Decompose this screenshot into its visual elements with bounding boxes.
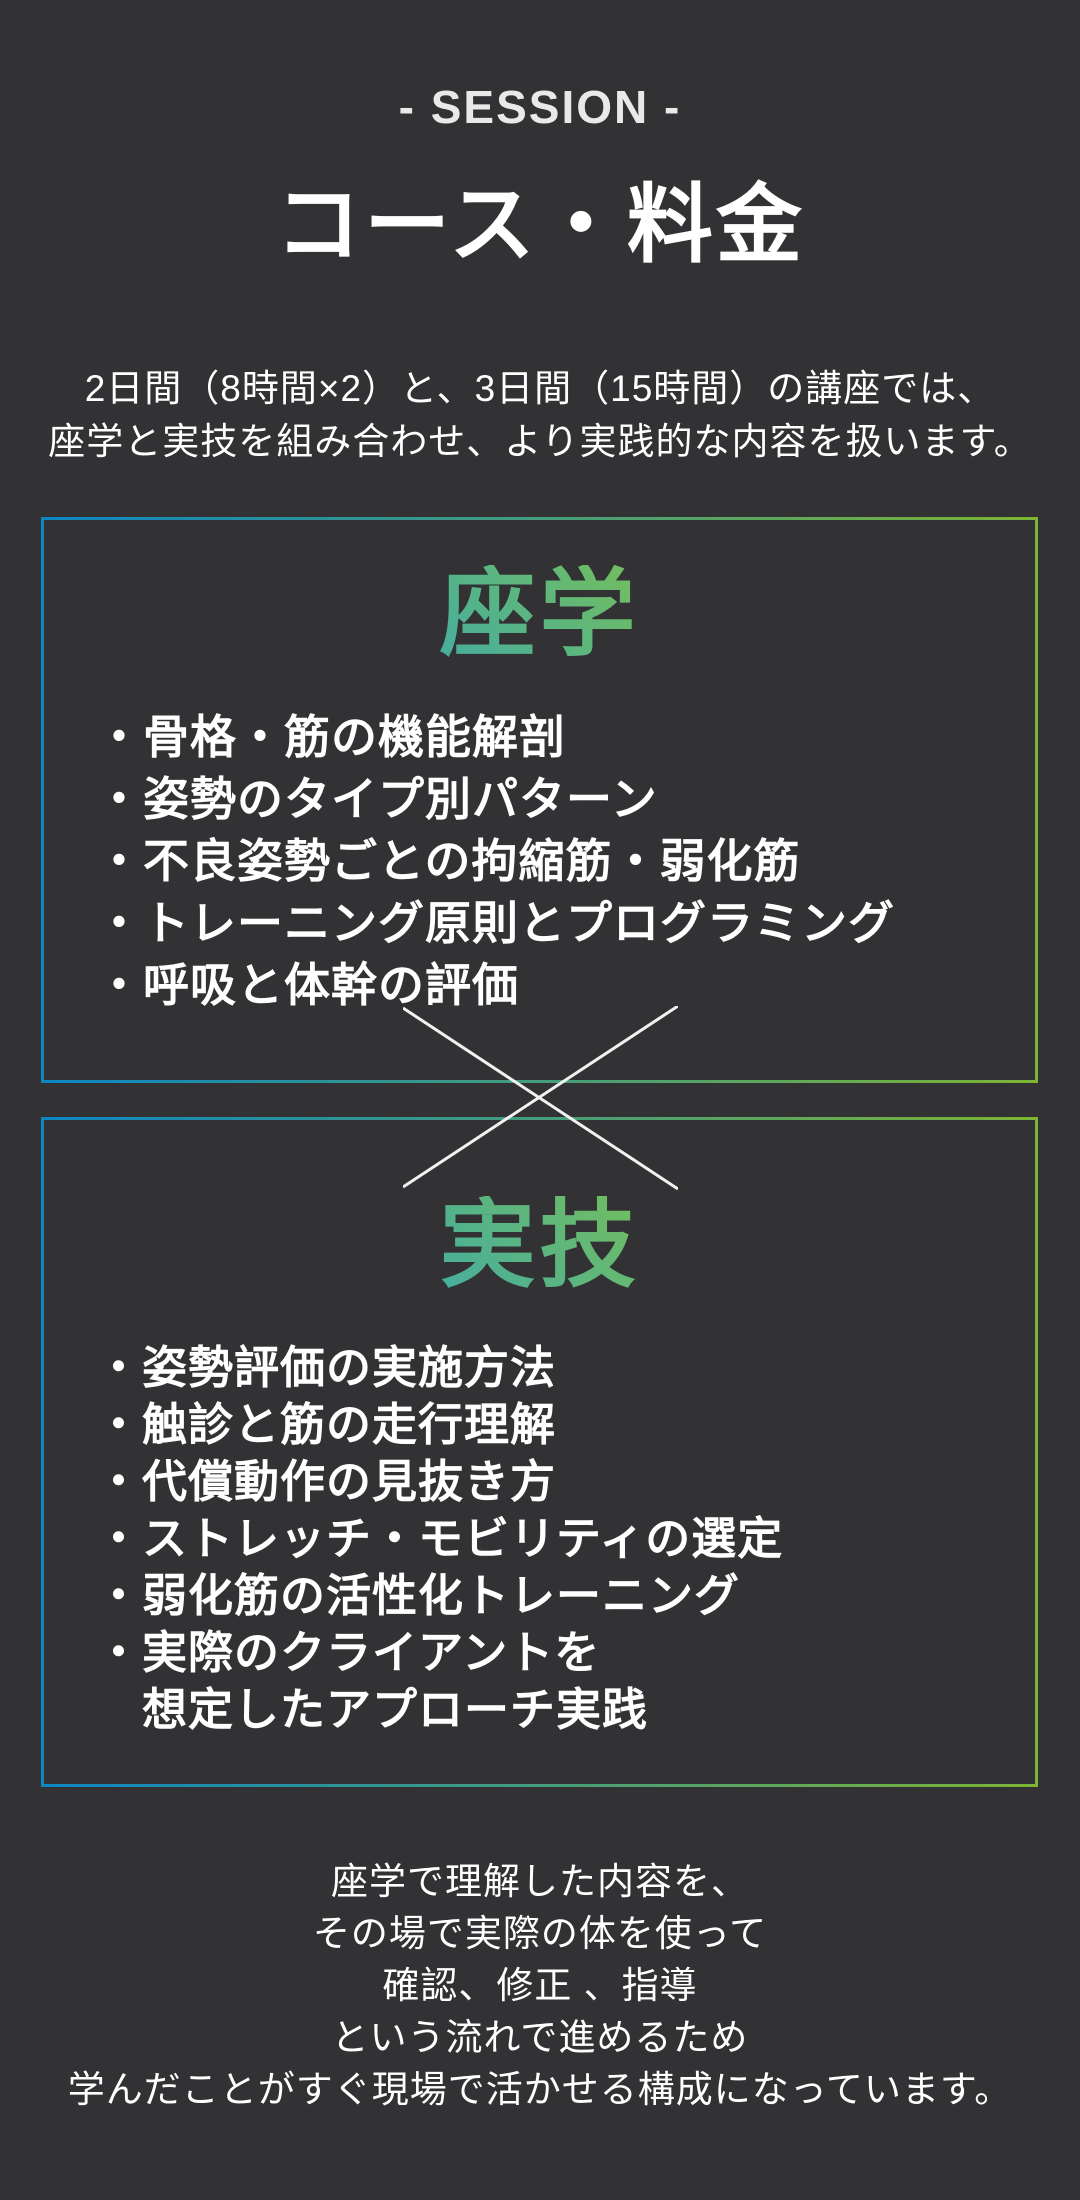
x-cross-icon — [403, 1006, 678, 1191]
intro-paragraph: 2日間（8時間×2）と、3日間（15時間）の講座では、 座学と実技を組み合わせ、… — [48, 368, 1032, 462]
lecture-item-list: ・骨格・筋の機能解剖 ・姿勢のタイプ別パターン ・不良姿勢ごとの拘縮筋・弱化筋 … — [44, 706, 1035, 1016]
practice-item-list: ・姿勢評価の実施方法 ・触診と筋の走行理解 ・代償動作の見抜き方 ・ストレッチ・… — [44, 1339, 1035, 1738]
practice-item: ・触診と筋の走行理解 — [96, 1398, 557, 1450]
lecture-item: ・トレーニング原則とプログラミング — [96, 896, 895, 949]
closing-paragraph: 座学で理解した内容を、 その場で実際の体を使って 確認、修正 、指導 という流れ… — [67, 1861, 1013, 2110]
practice-item: ・弱化筋の活性化トレーニング — [96, 1569, 741, 1621]
lecture-box: 座学 ・骨格・筋の機能解剖 ・姿勢のタイプ別パターン ・不良姿勢ごとの拘縮筋・弱… — [41, 517, 1038, 1083]
lecture-item: ・骨格・筋の機能解剖 — [96, 710, 566, 763]
lecture-item: ・不良姿勢ごとの拘縮筋・弱化筋 — [96, 834, 801, 887]
session-label: - SESSION - — [398, 81, 682, 133]
practice-item: ・代償動作の見抜き方 — [96, 1455, 557, 1507]
practice-box-title: 実技 — [44, 1195, 1035, 1297]
practice-box: 実技 ・姿勢評価の実施方法 ・触診と筋の走行理解 ・代償動作の見抜き方 ・ストレ… — [41, 1117, 1038, 1787]
lecture-box-title: 座学 — [44, 564, 1035, 666]
practice-item-continuation: 想定したアプローチ実践 — [142, 1683, 649, 1735]
page-title: コース・料金 — [275, 177, 805, 273]
lecture-item: ・呼吸と体幹の評価 — [96, 958, 519, 1011]
practice-item: ・姿勢評価の実施方法 — [96, 1341, 557, 1393]
practice-item: ・ストレッチ・モビリティの選定 — [96, 1512, 784, 1564]
practice-item: ・実際のクライアントを — [96, 1626, 601, 1678]
lecture-item: ・姿勢のタイプ別パターン — [96, 772, 658, 825]
